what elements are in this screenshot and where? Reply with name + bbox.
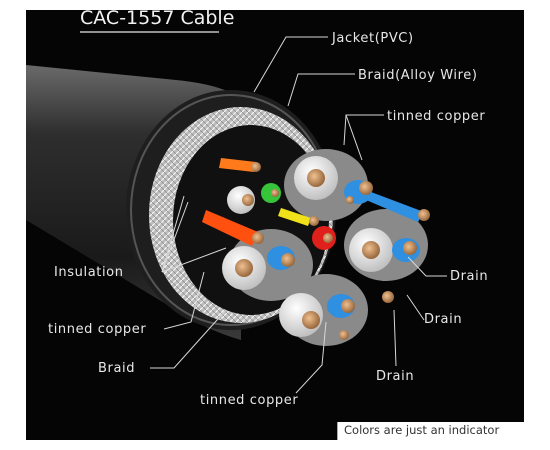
cable-illustration: CAC-1557 Cable Jacket(PVC) Braid(Alloy W… bbox=[26, 10, 488, 408]
note-box: Colors are just an indicator bbox=[337, 422, 524, 440]
note-text: Colors are just an indicator bbox=[344, 423, 500, 437]
label-braid: Braid bbox=[98, 361, 135, 376]
label-drain-right-lower: Drain bbox=[424, 312, 462, 327]
label-tinned-copper-left: tinned copper bbox=[48, 322, 146, 337]
label-braid-alloy: Braid(Alloy Wire) bbox=[358, 68, 478, 83]
label-tinned-copper-top: tinned copper bbox=[387, 109, 485, 124]
diagram-canvas: CAC-1557 Cable Jacket(PVC) Braid(Alloy W… bbox=[26, 10, 524, 440]
label-jacket: Jacket(PVC) bbox=[331, 31, 414, 46]
diagram-title: CAC-1557 Cable bbox=[80, 10, 234, 29]
label-drain-right: Drain bbox=[450, 269, 488, 284]
label-insulation: Insulation bbox=[54, 265, 124, 280]
conductor-bundle bbox=[202, 149, 430, 346]
leader-lines bbox=[150, 36, 447, 394]
label-tinned-copper-bottom: tinned copper bbox=[200, 393, 298, 408]
label-drain-bottom: Drain bbox=[376, 369, 414, 384]
